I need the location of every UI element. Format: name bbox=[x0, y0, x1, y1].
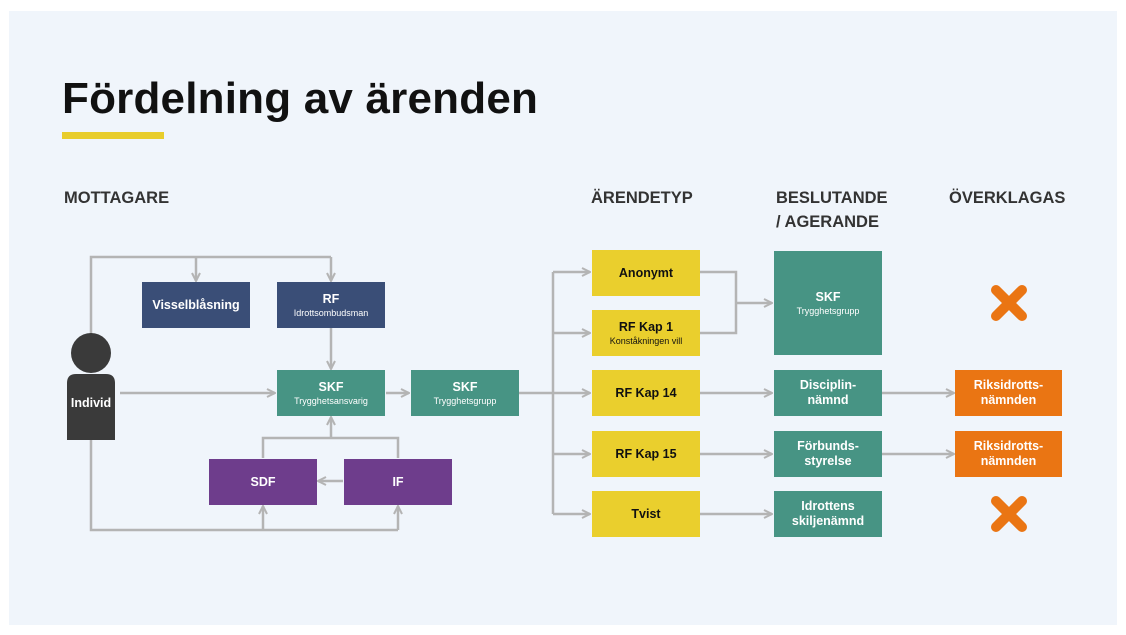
column-header-arendetyp: ÄRENDETYP bbox=[591, 189, 693, 207]
if-box: IF bbox=[344, 459, 452, 505]
sdf-label: SDF bbox=[250, 474, 276, 489]
individ-label: Individ bbox=[70, 396, 112, 410]
riksidrottsnamnden-label-1: Riksidrotts- nämnden bbox=[973, 378, 1044, 407]
tvist-label: Tvist bbox=[631, 506, 661, 521]
forbundsstyrelse-label: Förbunds- styrelse bbox=[797, 439, 859, 468]
riksidrottsnamnden-box-2: Riksidrotts- nämnden bbox=[955, 431, 1062, 477]
rf-title: RF bbox=[322, 291, 340, 306]
skf1-sub: Trygghetsansvarig bbox=[294, 395, 368, 406]
rf-idrottsombudsman-box: RF Idrottsombudsman bbox=[277, 282, 385, 328]
skf-trygghetsgrupp-box: SKF Trygghetsgrupp bbox=[411, 370, 519, 416]
idrottens-skiljenamnd-label: Idrottens skiljenämnd bbox=[791, 499, 865, 528]
rf-kap1-box: RF Kap 1 Konståkningen vill bbox=[592, 310, 700, 356]
visselblasning-label: Visselblåsning bbox=[152, 297, 240, 312]
column-header-overklagas: ÖVERKLAGAS bbox=[949, 189, 1066, 207]
visselblasning-box: Visselblåsning bbox=[142, 282, 250, 328]
anonymt-label: Anonymt bbox=[618, 265, 674, 280]
forbundsstyrelse-box: Förbunds- styrelse bbox=[774, 431, 882, 477]
skf2-sub: Trygghetsgrupp bbox=[433, 395, 497, 406]
tvist-box: Tvist bbox=[592, 491, 700, 537]
anonymt-box: Anonymt bbox=[592, 250, 700, 296]
if-label: IF bbox=[392, 474, 404, 489]
rf-kap15-box: RF Kap 15 bbox=[592, 431, 700, 477]
idrottens-skiljenamnd-box: Idrottens skiljenämnd bbox=[774, 491, 882, 537]
rf-kap1-sub: Konståkningen vill bbox=[609, 335, 683, 346]
rf-sub: Idrottsombudsman bbox=[293, 307, 369, 318]
rf-kap1-title: RF Kap 1 bbox=[618, 319, 674, 334]
disciplinnamnd-box: Disciplin- nämnd bbox=[774, 370, 882, 416]
skf1-title: SKF bbox=[318, 379, 344, 394]
rf-kap14-box: RF Kap 14 bbox=[592, 370, 700, 416]
column-header-beslutande: BESLUTANDE / AGERANDE bbox=[776, 189, 888, 231]
rf-kap15-label: RF Kap 15 bbox=[615, 446, 677, 461]
decider-skf-title: SKF bbox=[815, 289, 841, 304]
title-underline bbox=[62, 132, 164, 139]
skf2-title: SKF bbox=[452, 379, 478, 394]
skf-trygghetsgrupp-decider-box: SKF Trygghetsgrupp bbox=[774, 251, 882, 355]
column-header-mottagare: MOTTAGARE bbox=[64, 189, 170, 207]
decider-skf-sub: Trygghetsgrupp bbox=[796, 305, 860, 316]
cross-icon bbox=[991, 496, 1027, 532]
riksidrottsnamnden-label-2: Riksidrotts- nämnden bbox=[973, 439, 1044, 468]
page-title: Fördelning av ärenden bbox=[62, 74, 539, 123]
skf-trygghetsansvarig-box: SKF Trygghetsansvarig bbox=[277, 370, 385, 416]
sdf-box: SDF bbox=[209, 459, 317, 505]
rf-kap14-label: RF Kap 14 bbox=[615, 385, 677, 400]
riksidrottsnamnden-box-1: Riksidrotts- nämnden bbox=[955, 370, 1062, 416]
disciplinnamnd-label: Disciplin- nämnd bbox=[799, 378, 857, 407]
person-icon bbox=[67, 333, 115, 440]
cross-icon bbox=[991, 285, 1027, 321]
